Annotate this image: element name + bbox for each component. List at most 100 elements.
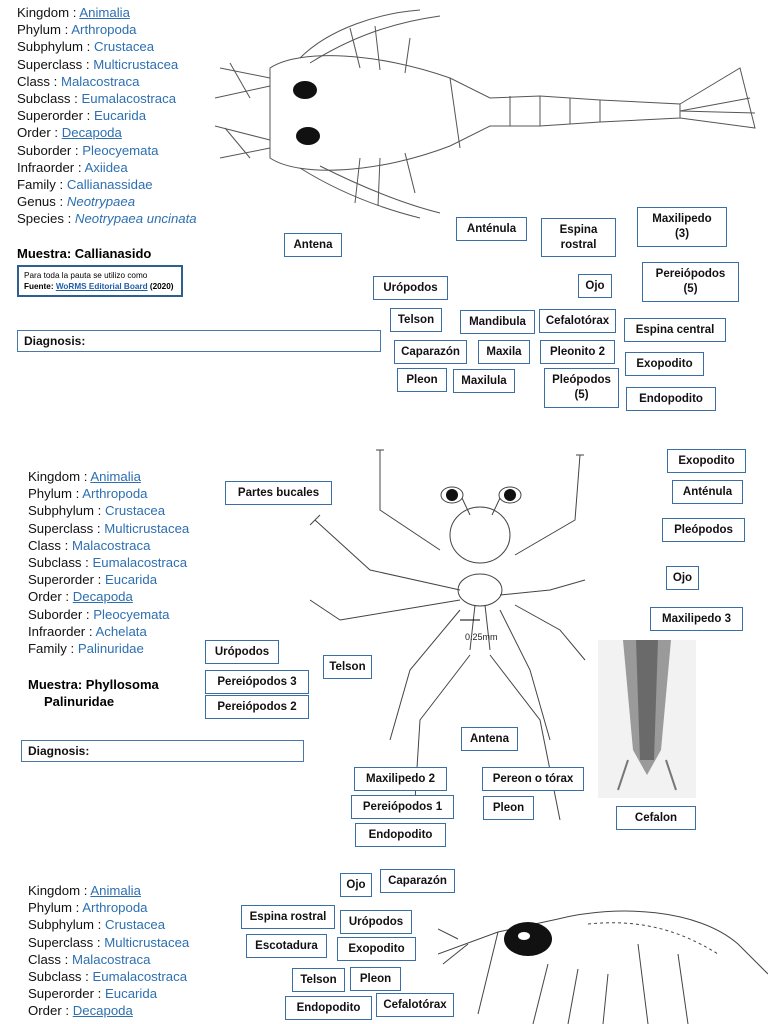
taxonomy-row-suborder: Suborder : Pleocyemata: [17, 142, 159, 158]
taxonomy-rank: Superorder: [28, 986, 94, 1002]
source-prefix: Fuente:: [24, 281, 56, 291]
sample-title-2: Muestra: Phyllosoma Palinuridae: [28, 676, 159, 710]
taxonomy-value: Crustacea: [104, 503, 166, 519]
taxonomy-row-subphylum: Subphylum : Crustacea: [28, 503, 166, 519]
label-antenula-2: Anténula: [672, 480, 743, 504]
taxonomy-row-infraorder: Infraorder : Achelata: [28, 623, 147, 639]
label-exopodito-1: Exopodito: [625, 352, 704, 376]
taxonomy-rank: Suborder: [28, 606, 83, 622]
taxonomy-rank: Genus: [17, 194, 56, 210]
taxonomy-rank: Superorder: [28, 572, 94, 588]
taxonomy-row-kingdom: Kingdom : Animalia: [28, 469, 141, 484]
taxonomy-row-phylum: Phylum : Arthropoda: [28, 900, 148, 916]
label-maxilipedo-3-b: Maxilipedo 3: [650, 607, 743, 631]
label-maxilipedo-2: Maxilipedo 2: [354, 767, 447, 791]
taxonomy-value[interactable]: Decapoda: [72, 1003, 133, 1019]
shrimp-drawing: [438, 910, 768, 1024]
label-endopodito-1: Endopodito: [626, 387, 716, 411]
taxonomy-row-subclass: Subclass : Eumalacostraca: [28, 555, 188, 571]
label-pereiopodos-2: Pereiópodos 2: [205, 695, 309, 719]
taxonomy-rank: Phylum: [17, 22, 61, 38]
label-cefalon: Cefalon: [616, 806, 696, 830]
callianassid-drawing: [214, 9, 756, 219]
label-pleon-2: Pleon: [483, 796, 534, 820]
label-ojo: Ojo: [578, 274, 612, 298]
taxonomy-value: Malacostraca: [60, 73, 140, 89]
label-espina-rostral-3: Espina rostral: [241, 905, 335, 929]
label-caparazon-3: Caparazón: [380, 869, 455, 893]
label-exopodito-3: Exopodito: [337, 937, 416, 961]
taxonomy-rank: Kingdom: [28, 883, 81, 898]
taxonomy-value: Eumalacostraca: [81, 91, 177, 107]
taxonomy-value: Neotrypaea uncinata: [74, 211, 197, 227]
taxonomy-rank: Species: [17, 211, 64, 227]
taxonomy-rank: Family: [17, 177, 56, 193]
label-pereiopodos-5: Pereiópodos (5): [642, 262, 739, 302]
label-pleopodos-2: Pleópodos: [662, 518, 745, 542]
taxonomy-row-superclass: Superclass : Multicrustacea: [17, 56, 179, 72]
taxonomy-value[interactable]: Animalia: [90, 469, 141, 484]
taxonomy-rank: Infraorder: [17, 159, 75, 175]
taxonomy-value: Crustacea: [104, 917, 166, 933]
label-maxilula: Maxilula: [453, 369, 515, 393]
taxonomy-rank: Order: [28, 589, 62, 605]
diagnosis-field-2[interactable]: Diagnosis:: [21, 740, 304, 762]
diagnosis-field-1[interactable]: Diagnosis:: [17, 330, 381, 352]
taxonomy-value[interactable]: Decapoda: [72, 589, 133, 605]
sample-title-1: Muestra: Callianasido: [17, 246, 152, 261]
label-pereiopodos-3: Pereiópodos 3: [205, 670, 309, 694]
source-note: Para toda la pauta se utilizo como Fuent…: [17, 265, 183, 297]
label-pereon-torax: Pereon o tórax: [482, 767, 584, 791]
taxonomy-rank: Kingdom: [17, 5, 70, 20]
taxonomy-row-kingdom: Kingdom : Animalia: [28, 883, 141, 898]
taxonomy-row-family: Family : Callianassidae: [17, 177, 153, 193]
taxonomy-value: Palinuridae: [77, 641, 144, 657]
label-pleonito-2: Pleonito 2: [540, 340, 615, 364]
taxonomy-row-subphylum: Subphylum : Crustacea: [28, 917, 166, 933]
taxonomy-rank: Infraorder: [28, 623, 86, 639]
label-telson: Telson: [390, 308, 442, 332]
worms-link[interactable]: WoRMS Editorial Board: [55, 281, 148, 291]
taxonomy-value: Callianassidae: [66, 177, 153, 193]
taxonomy-rank: Class: [28, 537, 61, 553]
label-maxilipedo-3: Maxilipedo (3): [637, 207, 727, 247]
taxonomy-row-order: Order : Decapoda: [28, 1003, 133, 1019]
taxonomy-rank: Subphylum: [28, 917, 94, 933]
taxonomy-row-genus: Genus : Neotrypaea: [17, 194, 136, 210]
taxonomy-rank: Superclass: [17, 56, 83, 72]
taxonomy-rank: Kingdom: [28, 469, 81, 484]
taxonomy-value[interactable]: Animalia: [79, 5, 130, 20]
taxonomy-rank: Class: [17, 73, 50, 89]
taxonomy-row-subclass: Subclass : Eumalacostraca: [17, 91, 177, 107]
label-pleon-1: Pleon: [397, 368, 447, 392]
label-uropodos-3: Urópodos: [340, 910, 412, 934]
taxonomy-value: Eumalacostraca: [92, 969, 188, 985]
taxonomy-value: Multicrustacea: [104, 934, 190, 950]
taxonomy-row-order: Order : Decapoda: [17, 125, 122, 141]
taxonomy-rank: Subclass: [17, 91, 71, 107]
cephalon-photo: [598, 640, 696, 798]
taxonomy-row-infraorder: Infraorder : Axiidea: [17, 159, 128, 175]
taxonomy-value[interactable]: Decapoda: [61, 125, 122, 141]
sample-title-2-line1: Muestra: Phyllosoma: [28, 677, 159, 692]
taxonomy-rank: Superclass: [28, 934, 94, 950]
taxonomy-rank: Order: [17, 125, 51, 141]
sample-title-2-line2: Palinuridae: [44, 694, 115, 709]
taxonomy-value[interactable]: Animalia: [90, 883, 141, 898]
taxonomy-value: Neotrypaea: [66, 194, 136, 210]
taxonomy-row-class: Class : Malacostraca: [17, 73, 140, 89]
taxonomy-value: Eucarida: [104, 572, 158, 588]
taxonomy-rank: Phylum: [28, 486, 72, 502]
taxonomy-value: Arthropoda: [82, 900, 148, 916]
source-note-citation: Fuente: WoRMS Editorial Board (2020): [24, 282, 176, 293]
taxonomy-value: Eumalacostraca: [92, 555, 188, 571]
label-pleopodos-5: Pleópodos (5): [544, 368, 619, 408]
source-year: (2020): [147, 281, 174, 291]
label-uropodos: Urópodos: [373, 276, 448, 300]
label-pereiopodos-1: Pereiópodos 1: [351, 795, 454, 819]
label-antena: Antena: [284, 233, 342, 257]
taxonomy-rank: Subphylum: [28, 503, 94, 519]
taxonomy-value: Multicrustacea: [93, 56, 179, 72]
